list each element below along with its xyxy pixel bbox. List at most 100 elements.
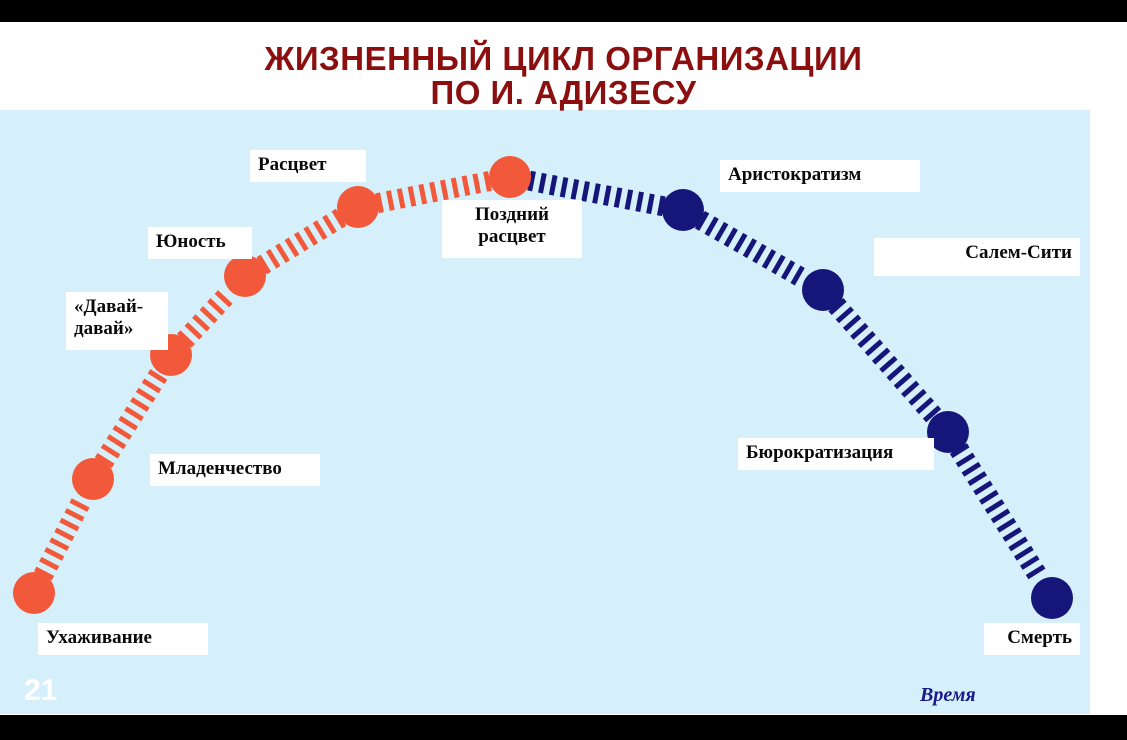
arc-dash-7-5	[864, 339, 884, 357]
arc-dash-7-12	[915, 397, 934, 415]
stage-node-death	[1031, 577, 1073, 619]
arc-dash-2-3	[199, 306, 218, 324]
arc-dash-5-12	[656, 195, 666, 217]
arc-dash-1-1	[100, 443, 121, 459]
arc-dash-4-6	[439, 179, 449, 201]
arc-dash-0-2	[44, 547, 65, 561]
arc-dash-5-3	[559, 177, 569, 198]
arc-dash-8-9	[1002, 527, 1023, 542]
arc-dash-5-11	[646, 193, 655, 215]
arc-dash-1-7	[135, 387, 156, 403]
arc-dash-1-3	[112, 424, 133, 440]
arc-dash-7-2	[842, 314, 862, 332]
arc-dash-8-11	[1014, 545, 1034, 561]
slide-number: 21	[24, 674, 58, 707]
arc-dash-2-2	[192, 314, 211, 332]
arc-dash-1-0	[94, 452, 115, 468]
arc-dash-3-1	[265, 248, 281, 269]
arc-dash-6-7	[761, 249, 777, 270]
stage-node-infancy	[72, 458, 114, 500]
arc-dash-8-1	[955, 452, 976, 468]
arc-dash-8-6	[984, 499, 1005, 515]
arc-dash-4-4	[418, 183, 428, 205]
arc-dash-8-4	[973, 480, 993, 496]
arc-dash-6-9	[780, 260, 796, 280]
arc-dash-2-0	[176, 330, 196, 348]
arc-dash-4-0	[375, 192, 384, 214]
stage-label-late-prime: Поздний расцвет	[442, 200, 582, 258]
arc-dash-5-4	[570, 179, 580, 200]
arc-dash-1-5	[124, 406, 144, 422]
stage-node-salem-city	[802, 269, 844, 311]
arc-dash-4-1	[385, 190, 395, 211]
arc-dash-7-11	[908, 388, 927, 406]
arc-dash-4-9	[472, 173, 482, 194]
arc-dash-0-3	[49, 537, 70, 552]
arc-dash-5-0	[527, 170, 536, 192]
arc-dash-6-0	[694, 210, 710, 231]
arc-dash-4-2	[396, 188, 406, 209]
arc-dash-6-4	[733, 232, 748, 253]
arc-dash-3-8	[331, 208, 347, 229]
arc-dash-3-3	[284, 237, 300, 258]
arc-dash-8-3	[967, 471, 988, 487]
arc-dash-8-7	[990, 508, 1011, 524]
stage-label-infancy: Младенчество	[150, 454, 320, 486]
stage-node-courtship	[13, 572, 55, 614]
arc-dash-8-12	[1019, 555, 1040, 570]
arc-dash-4-3	[407, 186, 417, 207]
arc-dash-3-0	[256, 254, 272, 275]
arc-dash-6-3	[723, 227, 738, 248]
arc-dash-5-5	[581, 181, 590, 202]
title-line-2: ПО И. АДИЗЕСУ	[430, 74, 697, 111]
stage-label-death: Смерть	[984, 623, 1080, 655]
arc-dash-1-9	[147, 369, 168, 385]
arc-dash-8-13	[1025, 564, 1046, 580]
arc-dash-0-1	[39, 556, 60, 571]
arc-dash-4-10	[483, 171, 492, 192]
arc-dash-3-5	[303, 226, 319, 246]
arc-dash-1-6	[130, 397, 150, 412]
arc-dash-5-2	[548, 174, 558, 196]
stage-label-prime: Расцвет	[250, 150, 366, 182]
arc-dash-5-1	[538, 172, 547, 194]
arc-dash-7-6	[871, 347, 891, 365]
arc-dash-5-7	[602, 185, 612, 206]
stage-label-adolescence: Юность	[148, 227, 252, 259]
arc-dash-6-10	[790, 265, 805, 286]
arc-dash-5-9	[624, 189, 634, 210]
stage-node-late-prime	[489, 156, 531, 198]
arc-dash-5-10	[635, 191, 644, 213]
arc-dash-6-5	[742, 238, 757, 259]
arc-dash-2-1	[184, 322, 203, 340]
arc-dash-8-0	[949, 443, 970, 459]
arc-dash-0-6	[64, 508, 85, 522]
arc-dash-8-5	[979, 489, 999, 505]
stage-label-go-go: «Давай- давай»	[66, 292, 168, 350]
arc-dash-0-4	[54, 527, 75, 542]
arc-dash-7-9	[893, 372, 913, 390]
arc-dash-3-2	[275, 243, 290, 263]
arc-dash-7-13	[922, 405, 942, 423]
stage-node-aristocracy	[662, 189, 704, 231]
arc-dash-8-10	[1008, 536, 1028, 552]
arc-dash-7-1	[835, 306, 854, 324]
arc-dash-7-3	[850, 322, 869, 340]
arc-dash-1-8	[141, 378, 162, 394]
arc-dash-3-4	[293, 231, 309, 252]
arc-dash-7-7	[879, 355, 898, 373]
stage-node-prime	[337, 186, 379, 228]
arc-dash-6-8	[771, 254, 786, 275]
arc-dash-0-5	[59, 517, 80, 532]
arc-dash-2-5	[214, 290, 233, 308]
slide-title: ЖИЗНЕННЫЙ ЦИКЛ ОРГАНИЗАЦИИ ПО И. АДИЗЕСУ	[0, 42, 1127, 110]
arc-dash-3-6	[312, 220, 328, 240]
stage-label-aristocracy: Аристократизм	[720, 160, 920, 192]
arc-dash-0-0	[34, 566, 55, 581]
arc-dash-8-8	[996, 517, 1017, 533]
arc-dash-6-2	[714, 221, 729, 242]
arc-dash-4-8	[461, 175, 471, 196]
arc-dash-4-5	[429, 181, 438, 203]
arc-dash-5-6	[592, 183, 601, 204]
